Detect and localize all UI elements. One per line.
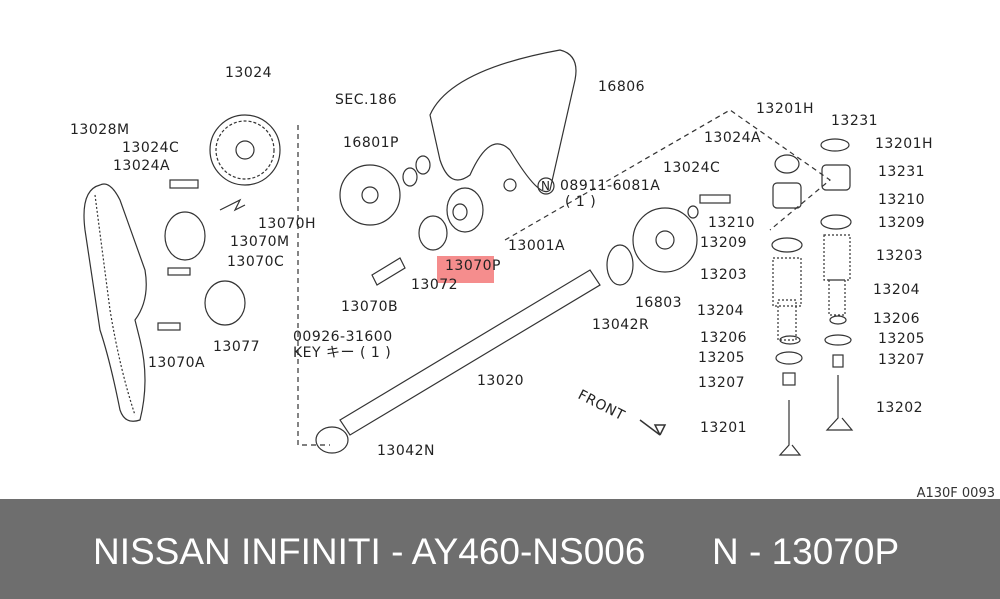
callout: 13028M xyxy=(70,122,130,138)
callout: 13207 xyxy=(698,375,746,391)
callout: KEY キー ( 1 ) xyxy=(293,345,392,361)
callout: 13204 xyxy=(873,282,921,298)
bolt-13070a xyxy=(157,322,181,331)
nut-08911 xyxy=(503,178,517,192)
callout-qty: ( 1 ) xyxy=(565,194,597,210)
highlight-13070p xyxy=(437,256,494,283)
part-number: N - 13070P xyxy=(712,531,900,572)
callout: 13201H xyxy=(756,101,815,117)
callout: 00926-31600 xyxy=(293,329,393,345)
part-info-banner: NISSAN INFINITI - AY460-NS006 N - 13070P xyxy=(0,499,1000,599)
sprocket-16801p xyxy=(339,164,401,226)
cam-sprocket-13024 xyxy=(209,114,281,186)
timing-belt-16806 xyxy=(429,49,577,193)
callout: 16803 xyxy=(635,295,683,311)
callout: 13209 xyxy=(878,215,926,231)
diagram-code: A130F 0093 xyxy=(916,486,995,501)
callout: 13205 xyxy=(878,331,926,347)
callout: 13024A xyxy=(113,158,171,174)
callout: 08911-6081A xyxy=(560,178,661,194)
exhaust-valve-13202 xyxy=(825,375,854,431)
callout: 13070M xyxy=(230,234,290,250)
callout-highlighted: 13070P xyxy=(445,258,501,274)
bolt-13070c xyxy=(167,267,191,276)
callout: 13020 xyxy=(477,373,525,389)
sprocket-16803 xyxy=(632,207,698,273)
callout: 16806 xyxy=(598,79,646,95)
callout: 13206 xyxy=(873,311,921,327)
seal-13042r xyxy=(606,244,634,286)
bolt-13024a-right xyxy=(699,194,731,204)
callout: 13072 xyxy=(411,277,459,293)
callout: SEC.186 xyxy=(335,92,398,108)
idler-pulley-13077 xyxy=(204,280,246,326)
spring-13070h xyxy=(219,198,246,212)
stud-13070b xyxy=(371,257,406,286)
camshaft-13020 xyxy=(339,269,601,436)
tensioner-pulley-13070m xyxy=(164,211,206,261)
callout: 13205 xyxy=(698,350,746,366)
exploded-view-drawing xyxy=(83,49,854,456)
timing-belt-13028m xyxy=(83,183,147,422)
callout: 13024 xyxy=(225,65,273,81)
callout: 13001A xyxy=(508,238,566,254)
callout: 13203 xyxy=(876,248,924,264)
callout: 13042R xyxy=(592,317,650,333)
callout: 13210 xyxy=(708,215,756,231)
n-symbol-circle xyxy=(537,177,555,195)
callout: 13077 xyxy=(213,339,261,355)
callout: 13201H xyxy=(875,136,934,152)
callout: 13024A xyxy=(704,130,762,146)
callout: 13231 xyxy=(878,164,926,180)
callout: 16801P xyxy=(343,135,399,151)
n-symbol: N xyxy=(541,179,551,193)
callout: 13070A xyxy=(148,355,206,371)
callout: 13070B xyxy=(341,299,399,315)
pulley-13070p xyxy=(446,187,484,233)
brand-and-part-code: NISSAN INFINITI - AY460-NS006 xyxy=(93,531,646,572)
callout: 13042N xyxy=(377,443,436,459)
callout: 13070C xyxy=(227,254,285,270)
callout: 13201 xyxy=(700,420,748,436)
intake-valve-13201 xyxy=(778,400,802,456)
callout: 13210 xyxy=(878,192,926,208)
callout: 13070H xyxy=(258,216,317,232)
callout: 13024C xyxy=(122,140,180,156)
callout: 13207 xyxy=(878,352,926,368)
callout: 13024C xyxy=(663,160,721,176)
front-arrow xyxy=(639,419,667,436)
callout: 13206 xyxy=(700,330,748,346)
spring-13072 xyxy=(418,215,448,251)
callout: 13231 xyxy=(831,113,879,129)
seal-13042n xyxy=(315,426,349,454)
bolt-13024a xyxy=(169,179,199,189)
callout: 13203 xyxy=(700,267,748,283)
callout: 13209 xyxy=(700,235,748,251)
callout: 13204 xyxy=(697,303,745,319)
callout: 13202 xyxy=(876,400,924,416)
